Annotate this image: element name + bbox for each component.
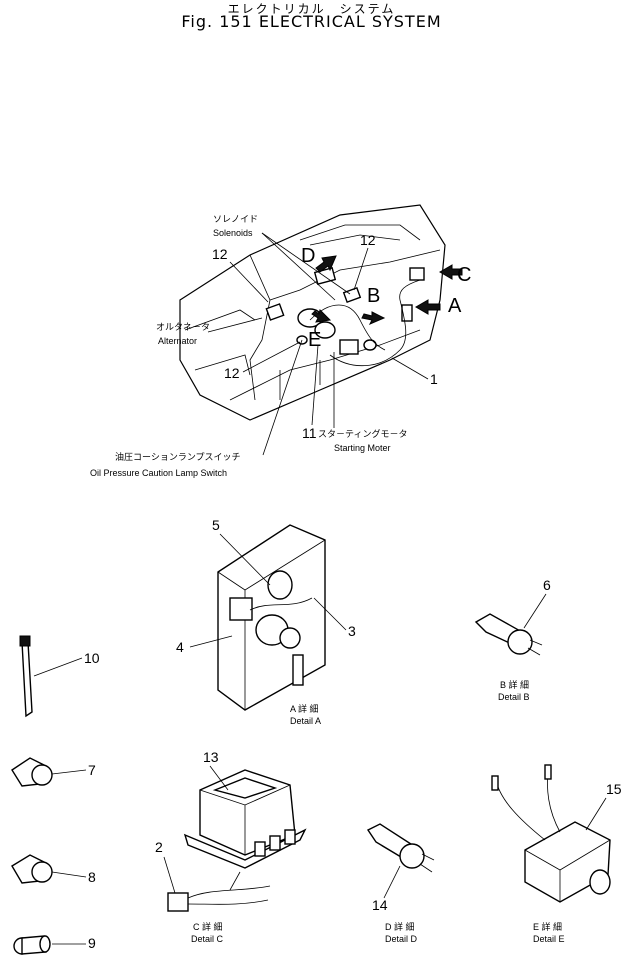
detail-a-label-jp: A 詳 細 xyxy=(290,703,319,714)
solenoids-label-jp: ソレノイド xyxy=(213,214,258,224)
oil-pressure-label-jp: 油圧コーションランプスイッチ xyxy=(115,451,241,462)
part-number-10: 10 xyxy=(84,650,100,666)
part-number-6: 6 xyxy=(543,577,551,593)
part-number-3: 3 xyxy=(348,623,356,639)
part-number-2: 2 xyxy=(155,839,163,855)
detail-b-drawing xyxy=(474,613,543,656)
solenoids-label: Solenoids xyxy=(213,228,253,238)
title-japanese: エレクトリカル システム xyxy=(227,2,396,16)
detail-e-label-jp: E 詳 細 xyxy=(533,921,562,932)
detail-arrows xyxy=(311,255,463,325)
callout-c: C xyxy=(457,264,471,286)
detail-e-label: Detail E xyxy=(533,934,565,944)
detail-b-label-jp: B 詳 細 xyxy=(500,679,529,690)
callout-e: E xyxy=(308,329,321,351)
detail-e-drawing xyxy=(491,764,611,903)
part-number-8: 8 xyxy=(88,869,96,885)
part-number-4: 4 xyxy=(176,639,184,655)
part-number-12-top: 12 xyxy=(360,232,376,248)
arrow-c xyxy=(439,264,463,280)
alternator-label: Alternator xyxy=(158,336,197,346)
arrow-e xyxy=(311,309,332,323)
part-number-14: 14 xyxy=(372,897,388,913)
part-number-12-left: 12 xyxy=(212,246,228,262)
detail-b-label: Detail B xyxy=(498,692,530,702)
oil-pressure-label: Oil Pressure Caution Lamp Switch xyxy=(90,468,227,478)
part-number-15: 15 xyxy=(606,781,622,797)
arrow-d xyxy=(315,255,337,273)
detail-a-drawing xyxy=(217,524,326,711)
clip-7-drawing xyxy=(11,757,53,787)
starting-motor-label: Starting Moter xyxy=(334,443,391,453)
arrow-a xyxy=(415,299,441,315)
part-number-5: 5 xyxy=(212,517,220,533)
detail-a-label: Detail A xyxy=(290,716,321,726)
detail-c-drawing xyxy=(167,769,307,912)
part-number-7: 7 xyxy=(88,762,96,778)
alternator-label-jp: オルタネ－タ xyxy=(156,322,210,332)
starting-motor-label-jp: スタ－ティングモ－タ xyxy=(318,428,407,439)
tie-band-drawing xyxy=(19,635,33,718)
part-number-9: 9 xyxy=(88,935,96,951)
clip-8-drawing xyxy=(11,854,53,884)
part-number-1: 1 xyxy=(430,371,438,387)
title-english: Fig. 151 ELECTRICAL SYSTEM xyxy=(181,12,442,31)
grommet-9-drawing xyxy=(13,935,51,955)
callout-a: A xyxy=(448,295,462,317)
part-number-11: 11 xyxy=(302,425,317,441)
part-number-12-bottom: 12 xyxy=(224,365,240,381)
detail-c-label: Detail C xyxy=(191,934,224,944)
detail-d-label-jp: D 詳 細 xyxy=(385,921,415,932)
callout-d: D xyxy=(301,245,315,267)
machine-body xyxy=(179,204,446,421)
arrow-b xyxy=(361,311,386,325)
detail-d-drawing xyxy=(366,823,435,873)
callout-b: B xyxy=(367,285,380,307)
detail-c-label-jp: C 詳 細 xyxy=(193,921,223,932)
detail-d-label: Detail D xyxy=(385,934,418,944)
part-number-13: 13 xyxy=(203,749,219,765)
